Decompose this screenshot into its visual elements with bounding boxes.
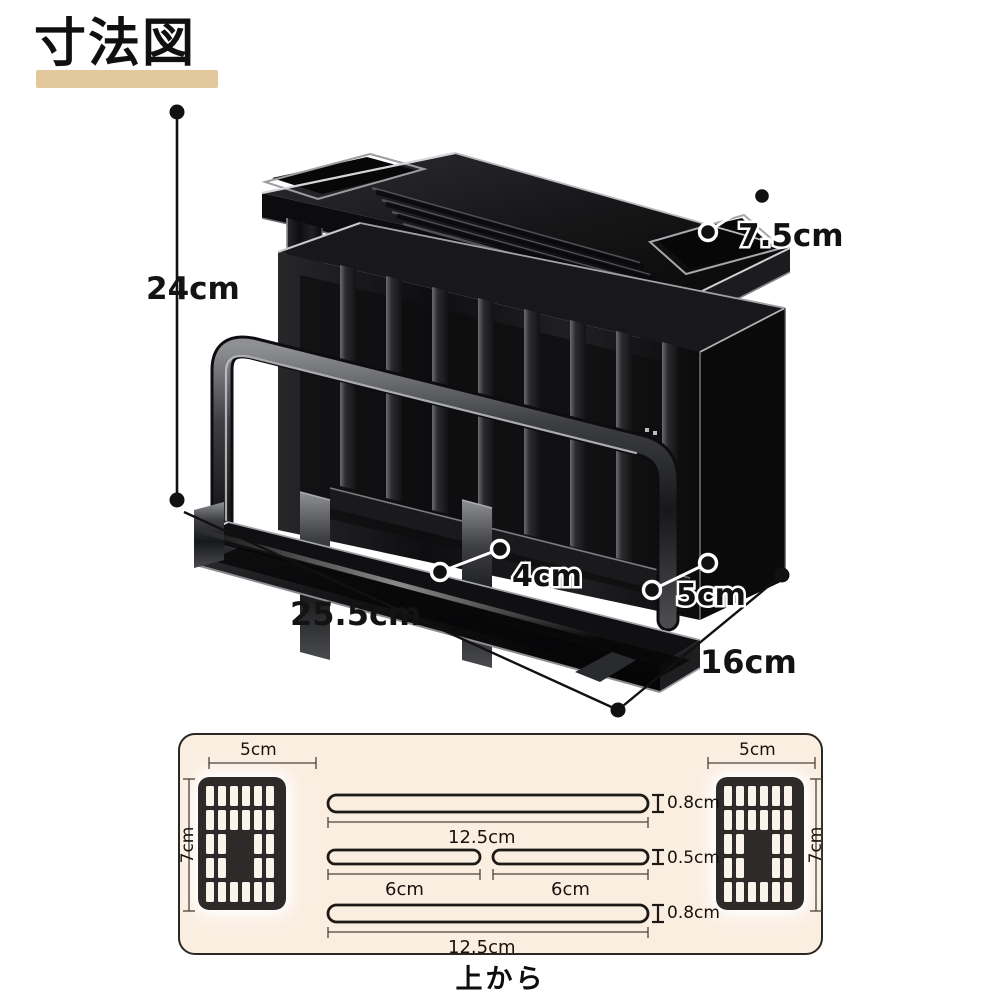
title-highlight-bar — [36, 70, 218, 88]
page-title-text: 寸法図 — [34, 14, 197, 74]
panel-caption: 上から — [455, 964, 546, 995]
page-title: 寸法図 — [34, 14, 218, 88]
front-handle-rail — [210, 335, 680, 632]
label-slot-middle-left-length: 6cm — [385, 879, 424, 900]
drip-tray — [194, 502, 701, 693]
measure-rules — [183, 757, 822, 938]
thickness-markers — [652, 793, 664, 924]
dim-label-slot-width: 4cm — [510, 557, 585, 597]
product-illustration: 24cm 7.5cm 4cm 5cm 25.5cm 16cm — [0, 60, 1001, 720]
dim-label-side-slot: 5cm — [674, 576, 749, 616]
label-slot-top-thickness: 0.8cm — [667, 793, 720, 813]
label-slot-bottom-length: 12.5cm — [448, 937, 516, 958]
dim-label-base-width: 25.5cm — [290, 595, 422, 633]
left-grid-pad — [198, 777, 286, 910]
label-slot-top-length: 12.5cm — [448, 827, 516, 848]
label-right-grid-width: 5cm — [739, 740, 776, 760]
top-view-panel: 5cm 5cm 7cm 7cm 0.8cm 0.5cm 0.8cm 12.5cm… — [178, 733, 826, 958]
dimension-line-slot-width — [429, 538, 511, 583]
right-grid-pad — [716, 777, 804, 910]
dimension-line-top-depth — [697, 185, 773, 243]
top-shelf — [261, 151, 791, 319]
dim-label-top-depth: 7.5cm — [736, 216, 847, 257]
dimension-line-height — [169, 104, 185, 508]
slot-middle-left — [326, 848, 482, 866]
slot-bottom — [326, 903, 650, 924]
dim-label-base-depth: 16cm — [700, 643, 797, 681]
slot-capsules — [326, 793, 650, 924]
label-right-grid-height: 7cm — [806, 826, 826, 864]
label-slot-middle-thickness: 0.5cm — [667, 848, 720, 868]
label-left-grid-width: 5cm — [240, 740, 277, 760]
label-slot-bottom-thickness: 0.8cm — [667, 903, 720, 923]
label-left-grid-height: 7cm — [178, 826, 198, 864]
top-view-svg — [183, 757, 822, 938]
slot-top — [326, 793, 650, 814]
product-svg — [169, 104, 791, 718]
dim-label-height: 24cm — [146, 271, 240, 307]
slot-middle-right — [491, 848, 650, 866]
dimension-line-depth — [617, 567, 790, 711]
dimension-line-side-slot — [641, 552, 719, 601]
label-slot-middle-right-length: 6cm — [551, 879, 590, 900]
